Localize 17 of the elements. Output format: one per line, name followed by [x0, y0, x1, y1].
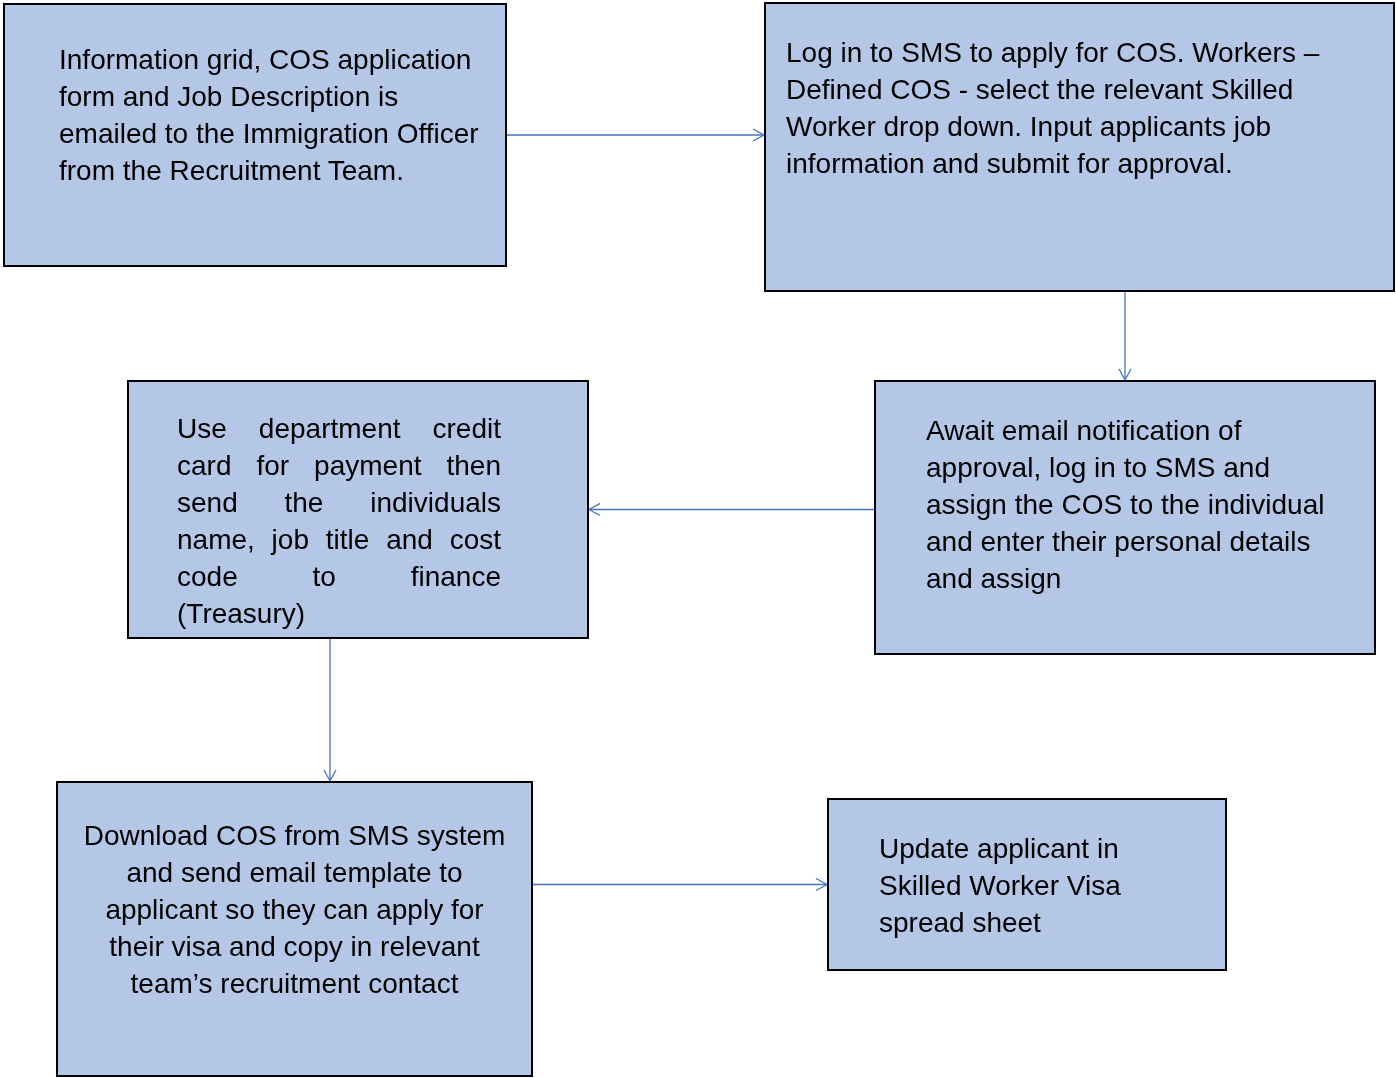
process-box	[874, 380, 1376, 655]
step-text: Use department credit card for payment then send the individuals name, job title and cost code to finance (Treasury)	[177, 412, 501, 631]
process-box	[3, 3, 507, 267]
arrow	[1118, 291, 1132, 381]
step-text: Update applicant in Skilled Worker Visa spread sheet	[879, 832, 1122, 940]
arrow	[323, 638, 337, 782]
step-text: Information grid, COS application form and Job Description is emailed to the Immigration Officer from the Recruitment Team.	[59, 43, 480, 188]
process-box	[127, 380, 589, 639]
process-box	[827, 798, 1227, 971]
arrow	[532, 877, 828, 892]
process-box	[764, 2, 1395, 292]
step-text: Await email notification of approval, log in to SMS and assign the COS to the individual and enter their personal details and assign	[926, 414, 1326, 596]
process-box	[56, 781, 533, 1077]
step-text: Download COS from SMS system and send email template to applicant so they can apply for their visa and copy in relevant team’s recruitment contact	[82, 819, 507, 1001]
arrow	[588, 502, 875, 517]
step-text: Log in to SMS to apply for COS. Workers – Defined COS - select the relevant Skilled Worker drop down. Input applicants job information and submit for approval.	[786, 36, 1321, 181]
arrow	[506, 128, 765, 142]
